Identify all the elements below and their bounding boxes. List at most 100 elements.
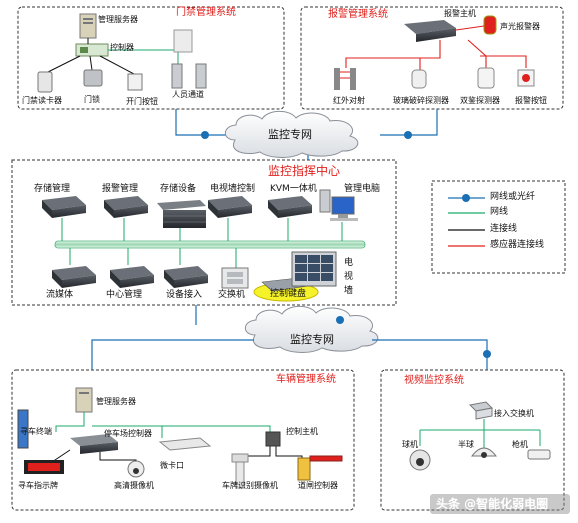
keyboard-label: 控制键盘 — [270, 289, 307, 299]
legend-box — [431, 180, 566, 274]
ctrl-host-icon — [265, 431, 281, 447]
legend-sensor: 感应器连接线 — [490, 240, 545, 250]
hd-camera-label: 高清摄像机 — [114, 481, 154, 490]
hd-camera-icon — [127, 460, 145, 478]
access-control-box — [17, 6, 285, 110]
access-controller-icon — [75, 43, 109, 57]
plate-camera-icon — [231, 453, 249, 489]
access-controller-label: 控制器 — [110, 43, 134, 52]
plate-camera-label: 车牌识别摄像机 — [222, 481, 278, 490]
cloud-icon — [244, 305, 379, 353]
barrier-ctrl-label: 道闸控制器 — [298, 481, 338, 490]
door-lock-label: 门锁 — [84, 95, 100, 104]
access-switch-label: 接入交换机 — [494, 409, 534, 418]
center-bus — [54, 240, 366, 249]
tv-wall-ctrl-label: 电视墙控制 — [210, 184, 256, 194]
fiber-node-icon — [483, 350, 491, 358]
ctrl-host-label: 控制主机 — [286, 427, 318, 436]
alarm-mgmt-label: 报警管理 — [102, 184, 139, 194]
device-access-label: 设备接入 — [166, 290, 203, 300]
vehicle-box — [11, 369, 355, 511]
storage-device — [157, 200, 206, 228]
half-dome-icon — [470, 447, 498, 458]
streaming-device — [52, 266, 96, 288]
door-lock-icon — [83, 69, 103, 87]
fiber-node-icon — [336, 316, 344, 324]
streaming-label: 流媒体 — [46, 290, 74, 300]
cloud-icon — [224, 110, 359, 158]
alarm-button-icon — [517, 69, 535, 87]
card-reader-icon — [37, 71, 53, 93]
dome-camera-icon — [409, 449, 431, 471]
video-box — [380, 369, 565, 511]
access-server-icon — [79, 13, 97, 39]
alarm-button-label: 报警按钮 — [515, 96, 547, 105]
alarm-box — [300, 6, 564, 110]
exit-button-icon — [127, 73, 143, 91]
checkpoint-icon — [158, 437, 212, 451]
personnel-channel-label: 人员通道 — [172, 90, 204, 99]
bullet-label: 枪机 — [512, 440, 528, 449]
storage-mgmt-label: 存储管理 — [34, 184, 71, 194]
infrared-label: 红外对射 — [333, 96, 365, 105]
siren-label: 声光报警器 — [500, 22, 540, 31]
legend-connect: 连接线 — [490, 224, 518, 234]
find-terminal-label: 寻车终端 — [20, 427, 52, 436]
tv-wall-ctrl-device — [208, 196, 252, 218]
center-mgmt-label: 中心管理 — [106, 290, 143, 300]
parking-ctrl-label: 停车场控制器 — [104, 429, 152, 438]
alarm-host-label: 报警主机 — [444, 9, 476, 18]
legend-fiber: 网线或光纤 — [490, 192, 536, 202]
watermark-bg — [430, 494, 570, 514]
parking-ctrl-icon — [70, 434, 118, 454]
top-network-label: 监控专网 — [268, 128, 312, 141]
checkpoint-label: 微卡口 — [160, 461, 184, 470]
center-title: 监控指挥中心 — [268, 164, 341, 178]
vehicle-title: 车辆管理系统 — [276, 374, 336, 385]
vehicle-server-icon — [75, 387, 93, 413]
storage-device-label: 存储设备 — [160, 184, 197, 194]
video-title: 视频监控系统 — [404, 375, 464, 386]
legend-net: 网线 — [490, 207, 509, 217]
alarm-title: 报警管理系统 — [328, 9, 388, 20]
card-reader-label: 门禁读卡器 — [22, 96, 62, 105]
glass-break-icon — [411, 69, 427, 89]
glass-break-label: 玻璃破碎探测器 — [393, 96, 449, 105]
find-terminal-icon — [17, 409, 29, 449]
personnel-channel-icon — [171, 29, 207, 89]
guide-sign-label: 寻车指示牌 — [18, 481, 58, 490]
storage-mgmt-device — [42, 196, 86, 218]
alarm-mgmt-device — [104, 196, 148, 218]
tv-wall-label: 电视墙 — [344, 258, 354, 296]
access-server-label: 管理服务器 — [98, 15, 138, 24]
access-switch-icon — [468, 401, 494, 420]
kvm-device — [268, 196, 312, 218]
bottom-network-label: 监控专网 — [290, 333, 334, 346]
dual-detector-label: 双鉴探测器 — [460, 96, 500, 105]
center-mgmt-device — [110, 266, 154, 288]
mgmt-pc-label: 管理电脑 — [344, 184, 381, 194]
kvm-label: KVM一体机 — [270, 184, 317, 194]
alarm-host-icon — [404, 20, 456, 42]
watermark-text: 头条 @智能化弱电圈 — [436, 497, 549, 511]
access-title: 门禁管理系统 — [176, 7, 236, 18]
switch-device — [221, 267, 249, 289]
exit-button-label: 开门按钮 — [126, 97, 158, 106]
dual-detector-icon — [477, 67, 495, 89]
guide-sign-icon — [24, 460, 64, 474]
switch-label: 交换机 — [218, 290, 246, 300]
tv-wall-icon — [291, 251, 337, 287]
bullet-camera-icon — [527, 449, 551, 460]
vehicle-server-label: 管理服务器 — [96, 397, 136, 406]
barrier-ctrl-icon — [297, 455, 343, 481]
half-dome-label: 半球 — [458, 440, 474, 449]
siren-icon — [483, 15, 497, 35]
fiber-node-icon — [201, 131, 209, 139]
mgmt-pc-icon — [319, 189, 358, 221]
infrared-icon — [334, 68, 356, 90]
dome-label: 球机 — [402, 440, 418, 449]
fiber-node-icon — [404, 131, 412, 139]
center-box — [11, 159, 397, 306]
